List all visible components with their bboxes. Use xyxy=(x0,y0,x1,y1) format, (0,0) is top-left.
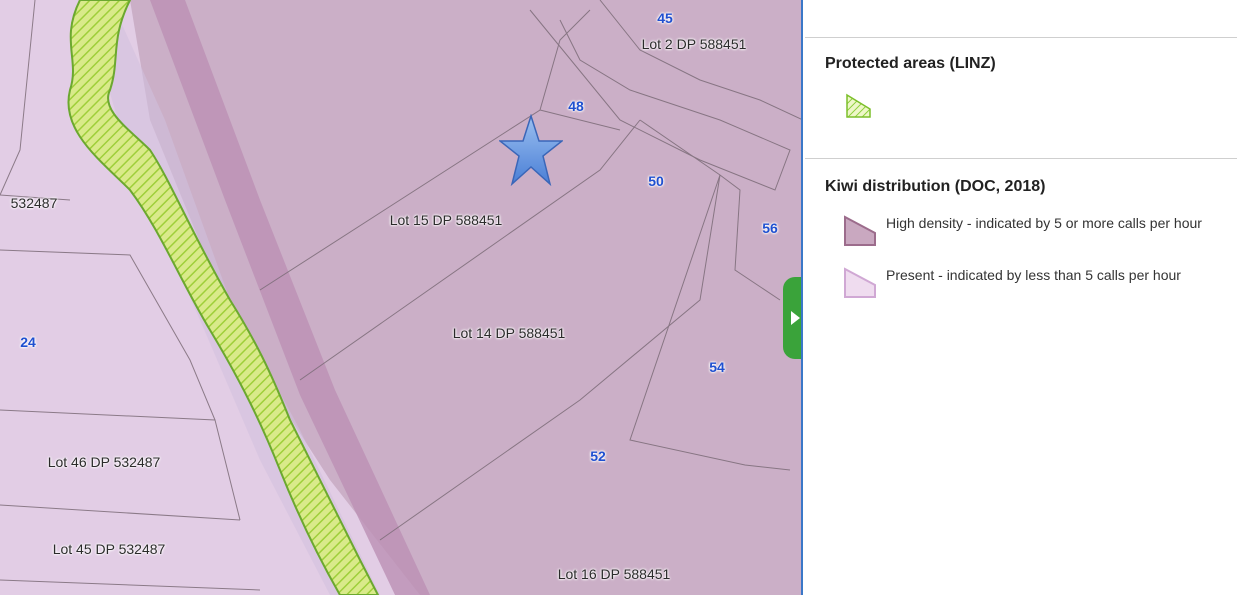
present-band xyxy=(100,20,380,595)
parcel-boundaries xyxy=(0,0,801,591)
lot-label: Lot 2 DP 588451 xyxy=(641,36,747,52)
legend-section-title: Kiwi distribution (DOC, 2018) xyxy=(825,178,1046,195)
legend-section-title: Protected areas (LINZ) xyxy=(825,55,996,72)
lot-label: Lot 14 DP 588451 xyxy=(452,325,566,341)
lot-label: 532487 xyxy=(10,195,58,211)
legend-item-label: High density - indicated by 5 or more ca… xyxy=(886,215,1202,231)
map-canvas xyxy=(0,0,801,595)
map-view[interactable]: Lot 2 DP 588451 Lot 15 DP 588451 Lot 14 … xyxy=(0,0,803,595)
address-label: 56 xyxy=(762,220,778,236)
star-icon[interactable] xyxy=(499,114,563,186)
lot-label: Lot 16 DP 588451 xyxy=(557,566,671,582)
legend-panel: Protected areas (LINZ) Kiwi distribution… xyxy=(805,0,1240,595)
divider xyxy=(805,37,1237,38)
high-density-icon xyxy=(844,215,876,246)
legend-toggle-button[interactable] xyxy=(783,277,801,359)
address-label: 52 xyxy=(590,448,606,464)
address-label: 24 xyxy=(20,334,36,350)
address-label: 48 xyxy=(568,98,584,114)
lot-label: Lot 15 DP 588451 xyxy=(389,212,503,228)
hatched-green-icon xyxy=(846,93,871,118)
lot-label: Lot 46 DP 532487 xyxy=(47,454,161,470)
address-label: 45 xyxy=(657,10,673,26)
address-label: 54 xyxy=(709,359,725,375)
address-label: 50 xyxy=(648,173,664,189)
present-icon xyxy=(844,267,876,298)
legend-item-label: Present - indicated by less than 5 calls… xyxy=(886,267,1181,283)
lot-label: Lot 45 DP 532487 xyxy=(52,541,166,557)
protected-area xyxy=(67,0,380,595)
road-corridor xyxy=(150,0,430,595)
divider xyxy=(805,158,1237,159)
chevron-right-icon xyxy=(791,311,800,325)
